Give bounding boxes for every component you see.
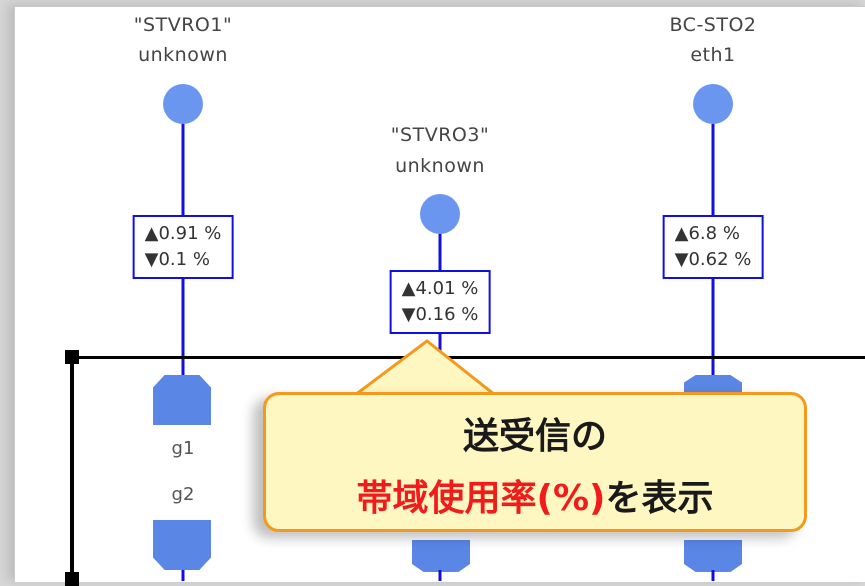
resize-handle-bottom[interactable]: [65, 572, 79, 586]
link-port-g2: [181, 570, 185, 581]
node-iface-stvro1: unknown: [138, 44, 228, 66]
callout-suffix: を表示: [605, 478, 714, 519]
switch-bus-top: [72, 356, 865, 359]
port-icon-stvro3[interactable]: [412, 540, 470, 572]
node-iface-bc-sto2: eth1: [690, 44, 736, 66]
upload-rate: ▲0.91 %: [144, 223, 222, 244]
device-node-stvro3[interactable]: [420, 194, 460, 234]
node-iface-stvro3: unknown: [395, 155, 485, 177]
download-rate: ▼0.62 %: [674, 249, 752, 270]
switch-bus-side: [70, 356, 74, 581]
port-icon-g2[interactable]: [153, 520, 211, 570]
node-name-bc-sto2: BC-STO2: [669, 14, 757, 36]
node-name-stvro1: "STVRO1": [133, 14, 233, 36]
port-label-g2: g2: [171, 484, 195, 505]
callout-pointer: [355, 339, 500, 397]
device-node-bc-sto2[interactable]: [693, 84, 733, 124]
callout-line1: 送受信の: [462, 416, 607, 457]
link-port-bc-sto2: [711, 570, 715, 581]
bandwidth-box-stvro1: ▲0.91 % ▼0.1 %: [132, 215, 234, 279]
port-icon-bc-sto2-bottom[interactable]: [684, 540, 742, 572]
device-node-stvro1[interactable]: [163, 84, 203, 124]
node-name-stvro3: "STVRO3": [390, 124, 490, 146]
bandwidth-box-bc-sto2: ▲6.8 % ▼0.62 %: [662, 215, 764, 279]
bandwidth-box-stvro3: ▲4.01 % ▼0.16 %: [389, 270, 491, 334]
upload-rate: ▲4.01 %: [401, 278, 479, 299]
port-icon-g1[interactable]: [153, 375, 211, 425]
callout-annotation: 送受信の 帯域使用率(%)を表示: [263, 392, 807, 532]
download-rate: ▼0.1 %: [144, 249, 210, 270]
download-rate: ▼0.16 %: [401, 304, 479, 325]
resize-handle-top[interactable]: [65, 350, 79, 364]
callout-highlight: 帯域使用率(%): [356, 478, 606, 519]
port-label-g1: g1: [171, 438, 195, 459]
upload-rate: ▲6.8 %: [674, 223, 740, 244]
callout-line2: 帯域使用率(%)を表示: [266, 469, 804, 521]
link-port-stvro3: [438, 570, 442, 581]
